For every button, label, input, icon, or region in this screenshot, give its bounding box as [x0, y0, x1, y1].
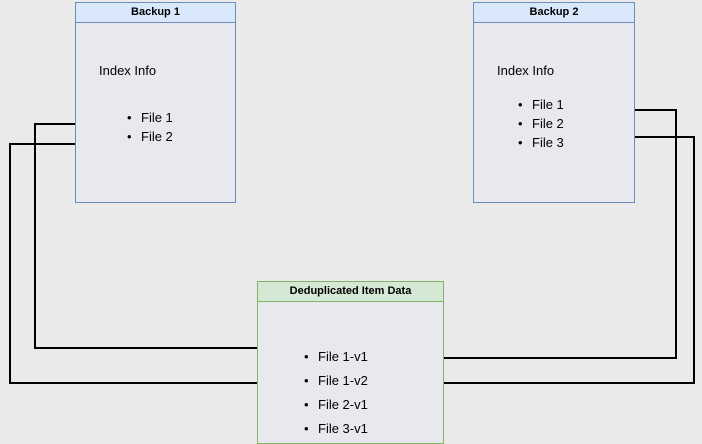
dedup-file-list: File 1-v1 File 1-v2 File 2-v1 File 3-v1	[304, 345, 368, 441]
node-deduplicated-item-data[interactable]: Deduplicated Item Data File 1-v1 File 1-…	[257, 281, 444, 444]
list-item[interactable]: File 3-v1	[304, 417, 368, 441]
node-backup-2[interactable]: Backup 2 Index Info File 1 File 2 File 3	[473, 2, 635, 203]
list-item[interactable]: File 1	[127, 108, 173, 127]
list-item[interactable]: File 1-v1	[304, 345, 368, 369]
backup-2-index-info-label: Index Info	[497, 63, 555, 78]
backup-1-index-info-label: Index Info	[99, 63, 157, 78]
node-backup-1-body: Index Info File 1 File 2	[76, 23, 235, 202]
list-item[interactable]: File 1	[518, 95, 564, 114]
node-backup-1[interactable]: Backup 1 Index Info File 1 File 2	[75, 2, 236, 203]
node-backup-2-title: Backup 2	[474, 3, 634, 23]
list-item[interactable]: File 2-v1	[304, 393, 368, 417]
node-backup-2-body: Index Info File 1 File 2 File 3	[474, 23, 634, 202]
node-dedup-title: Deduplicated Item Data	[258, 282, 443, 302]
node-backup-1-title: Backup 1	[76, 3, 235, 23]
list-item[interactable]: File 2	[127, 127, 173, 146]
list-item[interactable]: File 1-v2	[304, 369, 368, 393]
node-dedup-body: File 1-v1 File 1-v2 File 2-v1 File 3-v1	[258, 302, 443, 443]
list-item[interactable]: File 3	[518, 133, 564, 152]
backup-2-file-list: File 1 File 2 File 3	[518, 95, 564, 152]
list-item[interactable]: File 2	[518, 114, 564, 133]
backup-1-file-list: File 1 File 2	[127, 108, 173, 146]
